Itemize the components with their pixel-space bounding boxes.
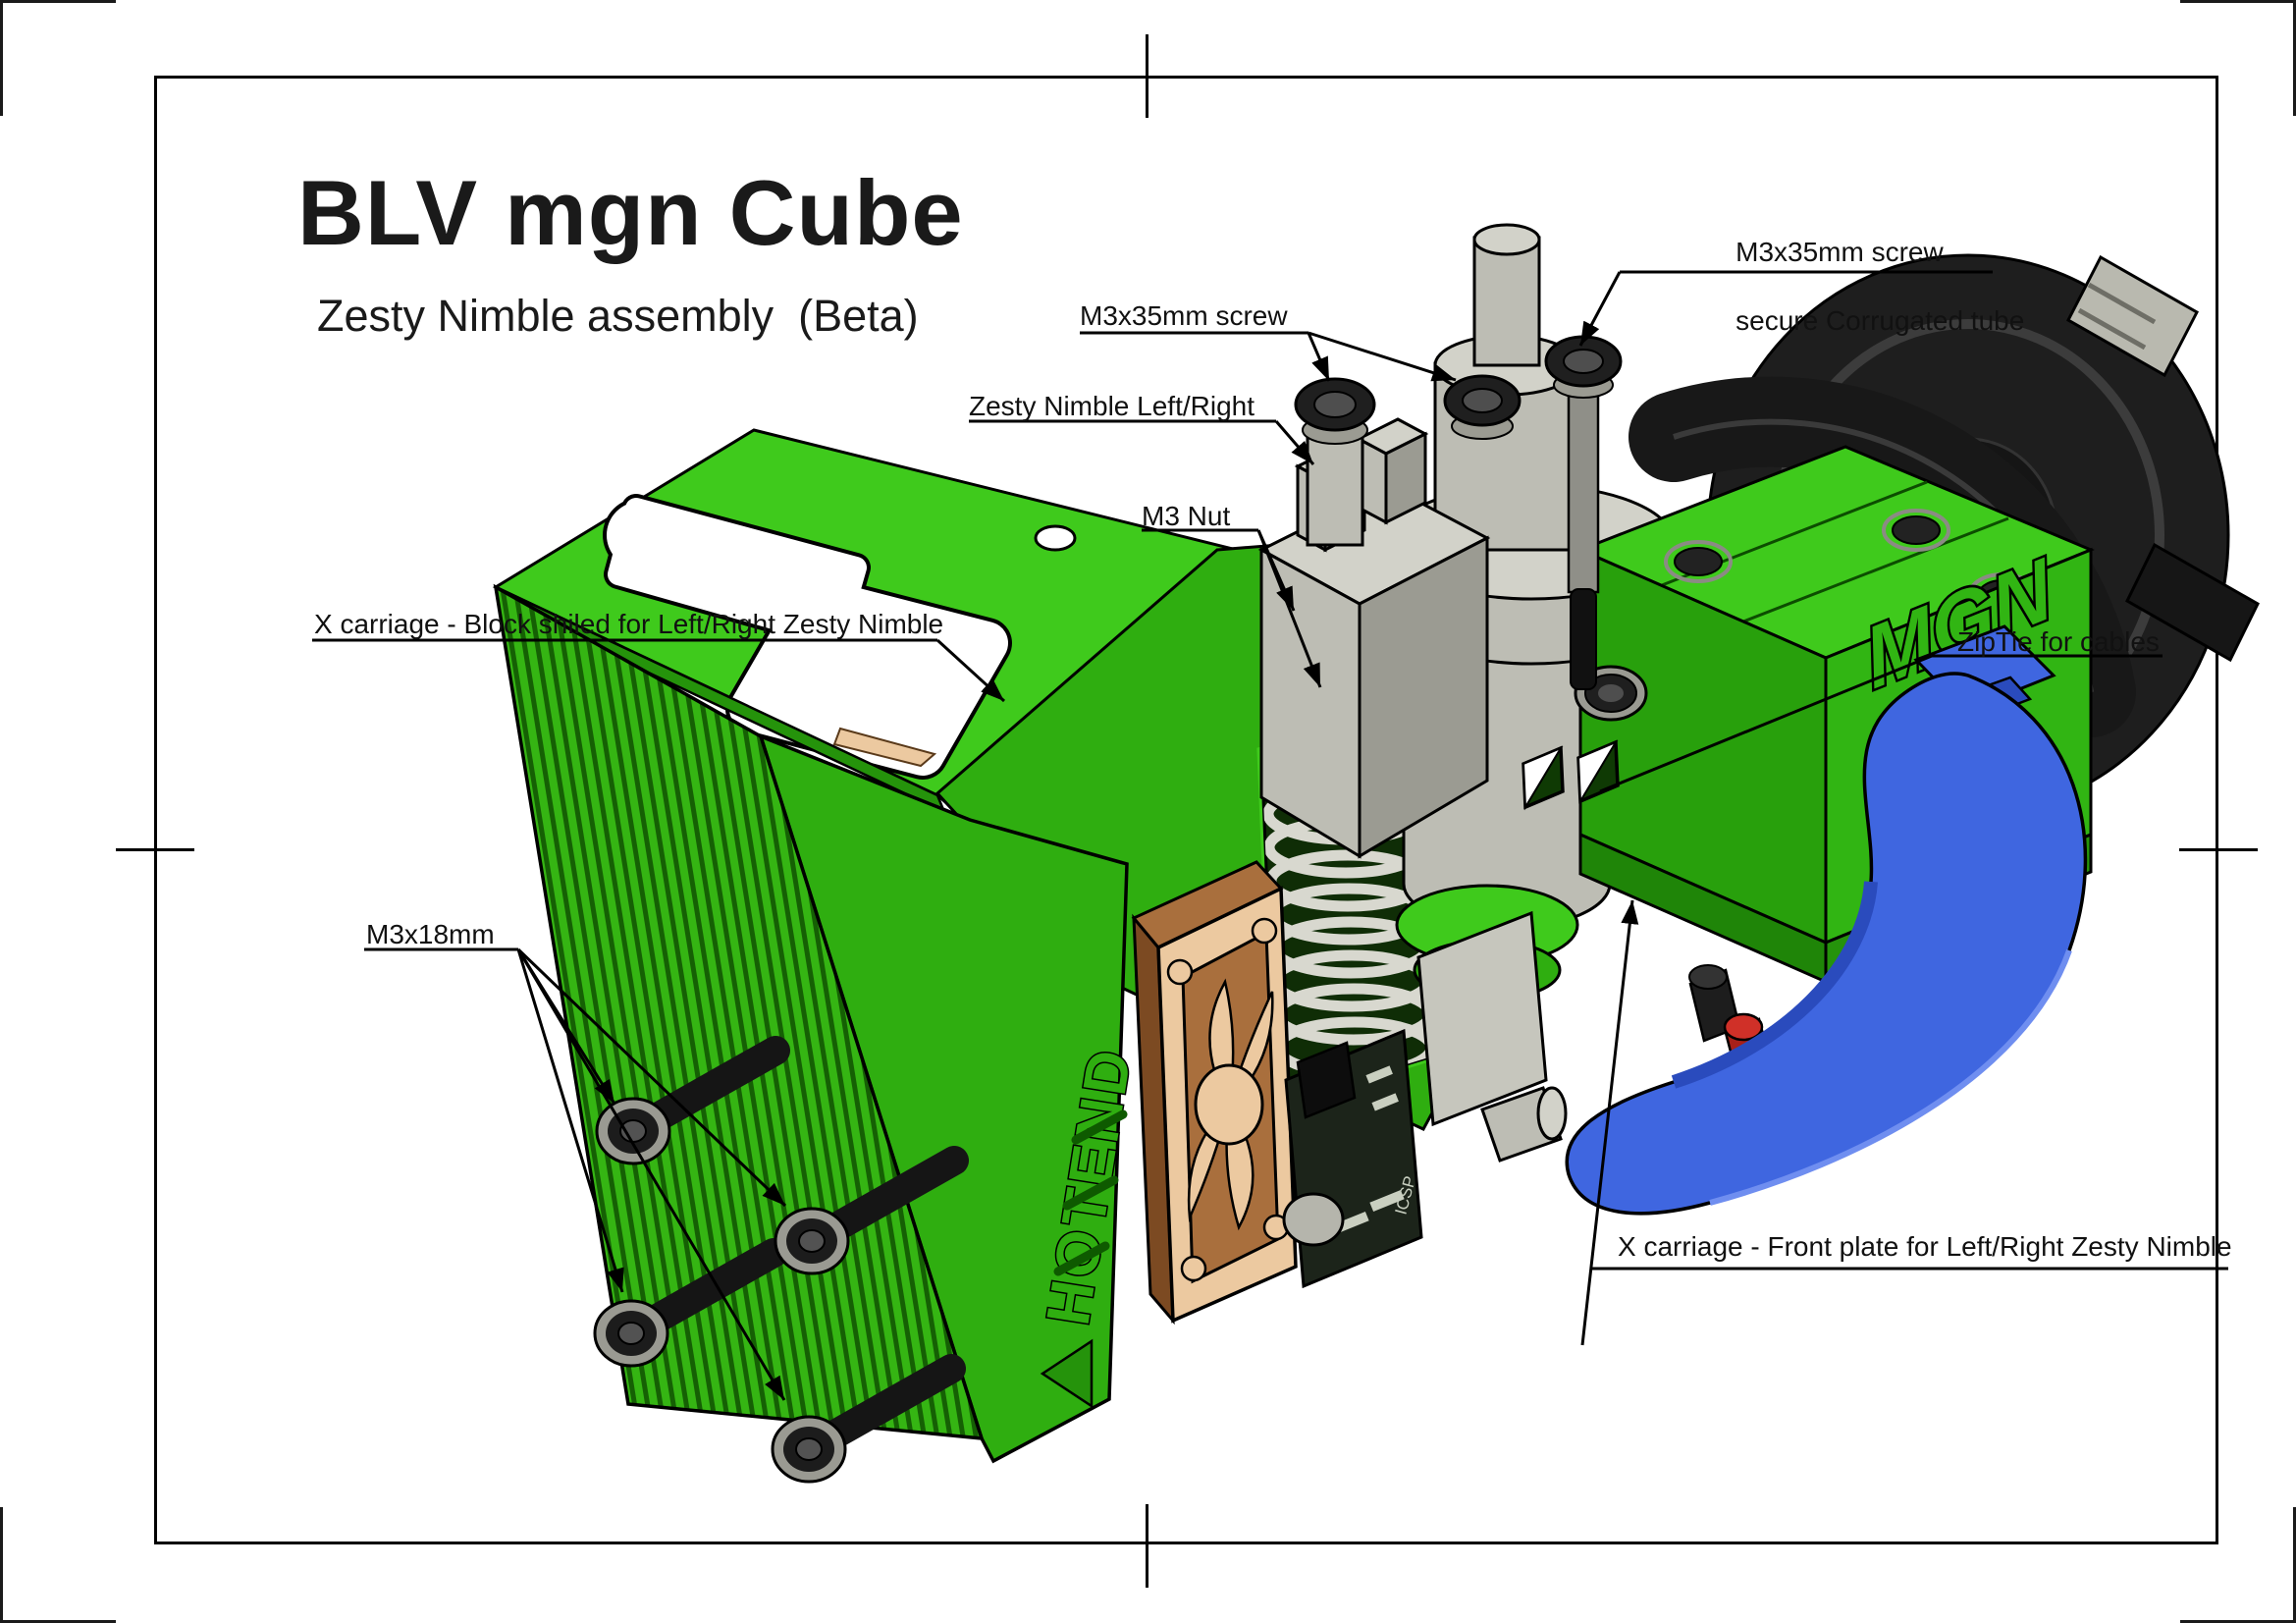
center-tick-top bbox=[1146, 34, 1148, 118]
keyhole-circle bbox=[607, 502, 673, 568]
mgn-counterbore bbox=[1892, 515, 1941, 545]
corrugated-band bbox=[2077, 307, 2147, 351]
pcb-pad bbox=[1334, 1211, 1369, 1234]
corner-mark-bottom-right-h bbox=[2180, 1620, 2296, 1623]
nimble-knob-top bbox=[1472, 223, 1541, 256]
screw-hex-socket bbox=[1462, 388, 1503, 413]
duct-fasteners bbox=[1688, 964, 1771, 1072]
shell-slot bbox=[1053, 1241, 1110, 1276]
corner-mark-top-right-v bbox=[2293, 0, 2296, 116]
ziptie-slot-highlight bbox=[1522, 745, 1564, 811]
corner-mark-bottom-left-v bbox=[0, 1507, 3, 1623]
fan-screw-hole bbox=[1166, 958, 1194, 986]
fan-screw-hole bbox=[1251, 917, 1278, 945]
leader-line bbox=[935, 638, 1006, 703]
pcb-capacitor bbox=[1282, 1192, 1345, 1247]
screw-thread bbox=[1570, 588, 1597, 690]
screw-hex-socket bbox=[1563, 349, 1604, 374]
cooling-fan bbox=[1131, 860, 1298, 1325]
callout-line: secure Corrugated tube bbox=[1735, 305, 2025, 336]
connector-prong bbox=[1384, 431, 1427, 525]
mgn-counterbore-ring bbox=[1664, 540, 1733, 583]
blue-fan-duct bbox=[1565, 624, 2088, 1216]
pcb-connector bbox=[1296, 1041, 1357, 1119]
duct-inner-shade bbox=[1671, 881, 1878, 1089]
connector-right bbox=[1358, 535, 1489, 859]
red-plug bbox=[1723, 1012, 1764, 1042]
shell-slot bbox=[1062, 1175, 1119, 1211]
screw-hex-socket bbox=[795, 1437, 823, 1461]
leader-line bbox=[1599, 654, 1933, 793]
center-tick-left bbox=[116, 848, 194, 851]
barrel-end bbox=[1536, 1086, 1568, 1141]
ziptie-slot-highlight bbox=[1576, 739, 1619, 805]
fan-seen-through-hole bbox=[832, 727, 937, 768]
callout-m3x35-corrugated: M3x35mm screw secure Corrugated tube bbox=[1705, 200, 2024, 372]
callout-line: M3x35mm screw bbox=[1735, 237, 1944, 267]
screw-hex-socket bbox=[617, 1322, 645, 1345]
leader-line bbox=[516, 948, 624, 1293]
corner-mark-bottom-left-h bbox=[0, 1620, 116, 1623]
pcb-board: ICSP bbox=[1282, 1028, 1423, 1289]
corner-mark-top-right-h bbox=[2180, 0, 2296, 3]
leader-line bbox=[516, 948, 786, 1401]
screw-hex-socket bbox=[1313, 391, 1357, 418]
leader-line bbox=[516, 947, 787, 1208]
m3x35-screw-left bbox=[1294, 377, 1376, 547]
nimble-knob bbox=[1472, 236, 1541, 367]
corrugated-band bbox=[2087, 282, 2157, 325]
pcb-pad bbox=[1371, 1093, 1399, 1111]
screw-hex-socket bbox=[798, 1229, 826, 1253]
m3x18-screw-head bbox=[771, 1415, 847, 1484]
m3x18-screw-head bbox=[593, 1299, 669, 1368]
hotend-arrow-glyph bbox=[1040, 1338, 1094, 1409]
leader-line bbox=[1256, 529, 1322, 688]
black-screw-top bbox=[1688, 964, 1728, 990]
callout-ziptie: ZipTie for cables bbox=[1957, 626, 2160, 657]
m3x35-screw-corrugated bbox=[1544, 335, 1623, 690]
hotend-barrel bbox=[1480, 1086, 1568, 1163]
nimble-connector-box bbox=[1257, 417, 1491, 859]
fan-screw-hole bbox=[1180, 1255, 1207, 1282]
m3x35-screw-center bbox=[1443, 374, 1522, 440]
corner-mark-bottom-right-v bbox=[2293, 1507, 2296, 1623]
page-title: BLV mgn Cube bbox=[297, 161, 964, 264]
pcb-pad bbox=[1369, 1189, 1405, 1213]
callout-front-plate: X carriage - Front plate for Left/Right … bbox=[1618, 1231, 2232, 1262]
callout-m3-nut: M3 Nut bbox=[1142, 501, 1231, 531]
screw-shaft bbox=[1567, 376, 1600, 594]
leader-line bbox=[1580, 899, 1639, 1346]
center-tick-bottom bbox=[1146, 1504, 1148, 1588]
shell-slot bbox=[1071, 1109, 1128, 1145]
corrugated-tube-stub bbox=[2066, 254, 2199, 378]
callout-zesty-nimble: Zesty Nimble Left/Right bbox=[969, 391, 1255, 421]
callout-leaders bbox=[312, 270, 2228, 1401]
mgn-counterbore-ring bbox=[1882, 509, 1950, 552]
leader-line bbox=[1578, 271, 1622, 347]
screw-hex-socket bbox=[1598, 684, 1624, 702]
callout-m3x35-screw: M3x35mm screw bbox=[1080, 300, 1288, 331]
motor-shaft bbox=[2125, 542, 2260, 663]
m3x18-screw-head bbox=[595, 1097, 671, 1165]
pcb-pad bbox=[1365, 1065, 1393, 1084]
page-subtitle: Zesty Nimble assembly (Beta) bbox=[317, 291, 919, 341]
fan-hub bbox=[1194, 1063, 1264, 1146]
mgn-top-rib bbox=[1742, 516, 2009, 623]
plate-small-hole bbox=[1034, 524, 1077, 552]
leader-line bbox=[1274, 420, 1315, 465]
corner-mark-top-left-h bbox=[0, 0, 116, 3]
m3x18-screw-head bbox=[774, 1207, 850, 1275]
leader-line bbox=[1308, 331, 1457, 382]
drawing-frame bbox=[154, 76, 2218, 1544]
callout-m3x18: M3x18mm bbox=[366, 919, 495, 949]
callout-block-shield: X carriage - Block shiled for Left/Right… bbox=[314, 609, 944, 639]
corner-mark-top-left-v bbox=[0, 0, 3, 116]
leader-line bbox=[1307, 332, 1331, 382]
mgn-counterbore bbox=[1674, 547, 1723, 576]
center-tick-right bbox=[2179, 848, 2258, 851]
duct-highlight bbox=[1709, 948, 2072, 1206]
front-gray-plate bbox=[1416, 910, 1548, 1127]
